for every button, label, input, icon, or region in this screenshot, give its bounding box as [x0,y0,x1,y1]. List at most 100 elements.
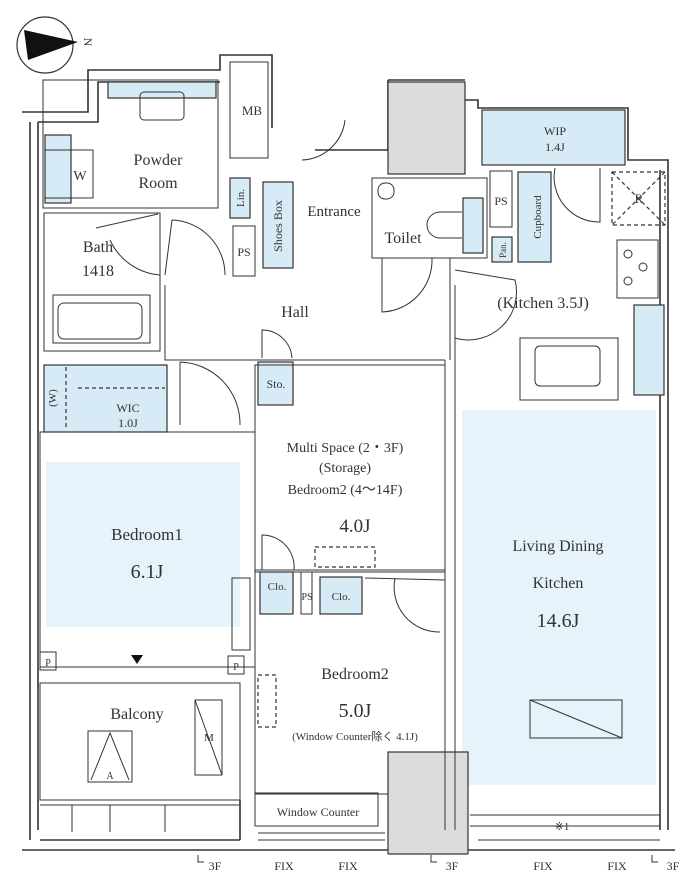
meter-box [229,61,269,159]
multi-space-size: 4.0J [339,516,370,537]
washer-space [44,134,72,204]
walk-in-closet[interactable] [43,364,168,433]
cupboard[interactable] [517,171,552,263]
aircon-unit: A [87,730,133,783]
bedroom2-size: 5.0J [339,700,372,722]
pipe-label-1: P [45,658,51,669]
hall-label: Hall [281,304,309,321]
powder-room [42,79,219,209]
bath-room [43,212,161,352]
storage-closet[interactable] [257,361,294,406]
north-label: N [81,38,95,47]
entry-marker-icon [131,655,143,664]
closet-left[interactable] [259,571,294,615]
bath-label-1: Bath [83,239,113,256]
ps-mid-label: PS [301,592,312,603]
ldk-window [470,814,660,841]
powder-room-label-2: Room [138,175,178,192]
pipe-space-2 [227,655,245,675]
pipe-space-1 [39,651,57,671]
meter-unit: M [194,699,223,776]
multi-space-label-3: Bedroom2 (4〜14F) [288,483,403,498]
kitchen-sink [534,345,601,387]
wic-side-label: (W) [47,389,59,407]
bottom-labels: 3F FIX FIX 3F FIX FIX 3F [197,855,680,873]
compass-icon: N [16,16,95,74]
pantry[interactable] [491,236,513,263]
shoes-box-label: Shoes Box [271,200,285,252]
window-counter [254,792,379,827]
ldk-label-1: Living Dining [512,538,603,555]
pipe-label-2: P [233,662,239,673]
refrigerator-label: R [635,191,644,206]
refrigerator: R [611,171,666,226]
linen-label: Lin. [235,189,247,207]
bedroom1-closet [231,577,251,651]
vanity-counter [107,81,217,99]
kitchen-counter [519,337,619,401]
storage-door[interactable] [261,329,293,359]
closet-right-label: Clo. [332,591,351,603]
ps-kitchen-label: PS [494,194,507,208]
bedroom2-door[interactable] [364,577,446,633]
wip-door[interactable] [553,167,601,223]
bedroom1-size: 6.1J [131,561,164,583]
wic-label-2: 1.0J [118,416,138,430]
wip-label-1: WIP [544,124,566,138]
wic-shelf [65,367,165,430]
multi-space-label-1: Multi Space (2・3F) [287,441,404,456]
balcony-label: Balcony [110,706,163,723]
ldk-size: 14.6J [537,610,580,632]
shaft-bottom [387,751,469,855]
ps-shaft-entrance [232,225,256,277]
wic-door[interactable] [179,361,241,426]
shoes-box[interactable] [262,181,294,269]
powder-door[interactable] [164,219,226,276]
bathtub-outer [52,294,151,344]
closet-door[interactable] [261,534,295,571]
wash-basin [139,91,185,121]
toilet-room [371,177,488,259]
walk-in-pantry[interactable] [481,109,626,166]
entrance-door-swing[interactable] [301,119,346,161]
toilet-label: Toilet [384,230,422,247]
multi-space-window-counter [314,546,376,568]
bedroom2-name: Bedroom2 [321,666,389,683]
wic-label-1: WIC [116,401,139,415]
closet-left-label: Clo. [268,581,287,593]
storage-label: Sto. [266,377,285,391]
bottom-label-3f-1: 3F [209,859,222,873]
bottom-label-fix-3: FIX [533,859,553,873]
kitchen-storage [633,304,665,396]
kitchen-label: (Kitchen 3.5J) [497,295,589,312]
kitchen-door[interactable] [454,269,518,341]
linen-closet[interactable] [229,177,251,219]
bath-door[interactable] [95,213,161,276]
balcony-railing [40,804,240,832]
floor-heating-panel [529,699,623,739]
ldk-label-2: Kitchen [533,575,584,592]
pantry-label: Pan. [498,242,508,258]
shaft-top [387,81,466,175]
toilet-cabinet [462,197,484,254]
washer-pan [44,149,94,199]
bedroom2-window [258,832,385,841]
bottom-label-3f-3: 3F [667,859,680,873]
toilet-bowl [426,211,462,239]
ldk-wall [444,285,456,830]
bedroom2-note: (Window Counter除く 4.1J) [292,729,418,743]
bath-label-2: 1418 [82,263,114,280]
powder-room-label-1: Powder [134,152,184,169]
ps-shaft-kitchen [489,170,513,228]
bedroom2-window-counter-outline [257,674,277,728]
closet-right[interactable] [319,576,363,615]
ps-entrance-label: PS [237,245,250,259]
bottom-label-fix-4: FIX [607,859,627,873]
bottom-label-fix-1: FIX [274,859,294,873]
ldk-floor [462,410,656,785]
meter-label: M [204,732,214,744]
bedroom1-floor [46,462,240,627]
entrance-label: Entrance [307,204,361,220]
toilet-door[interactable] [381,257,433,313]
